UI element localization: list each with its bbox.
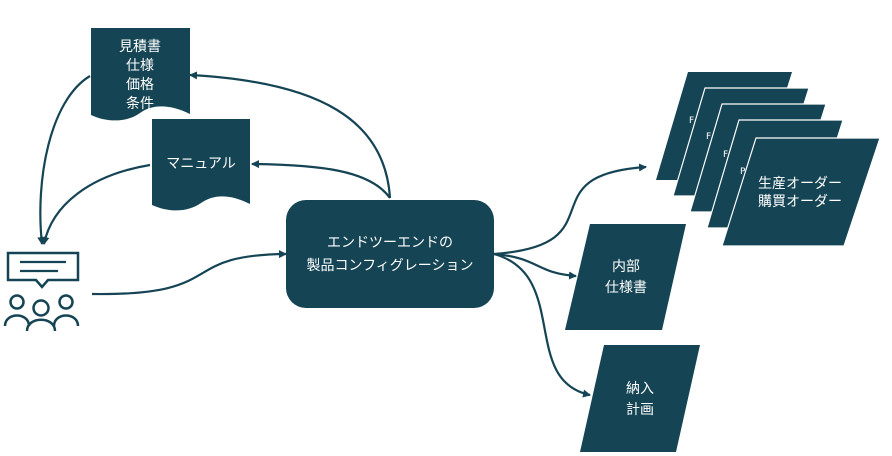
edge-manual-to-customer [41,163,151,245]
edge-center-to-manual [251,160,391,199]
quote-line-4: 条件 [126,95,154,112]
edge-center-to-orders [493,163,647,256]
manual-document-shape [152,119,250,211]
orders-stack-node: F F F P 生産オーダー 購買オーダー [656,72,881,247]
quote-document-shape [91,28,190,121]
order-tab-3: F [723,150,728,160]
quote-line-1: 見積書 [119,39,161,55]
edge-quote-to-customer [37,75,91,245]
delivery-plan-line-2: 計画 [626,402,654,418]
quote-document-node: 見積書 仕様 価格 条件 [91,28,190,121]
order-card-5 [721,137,881,247]
quote-line-2: 仕様 [126,58,154,74]
order-tab-1: F [689,116,694,126]
internal-spec-line-1: 内部 [612,259,640,275]
customer-chat-icon [3,251,80,332]
edge-customer-to-center [91,250,287,296]
center-configuration-node: エンドツーエンドの 製品コンフィグレーション [286,200,494,308]
quote-line-3: 価格 [126,77,154,93]
diagram-edges [37,71,647,398]
order-tab-2: F [706,132,711,142]
internal-spec-node: 内部 仕様書 [565,224,686,330]
internal-spec-shape [565,224,686,330]
delivery-plan-line-1: 納入 [626,381,654,397]
people-icon [3,294,80,332]
speech-bubble-icon [6,251,80,289]
edge-center-to-quote [189,71,392,199]
delivery-plan-shape [580,345,700,452]
internal-spec-line-2: 仕様書 [605,280,647,296]
edge-center-to-internal-spec [493,252,577,280]
orders-line-1: 生産オーダー [758,176,842,192]
center-node-line-1: エンドツーエンドの [327,235,453,251]
edge-center-to-delivery-plan [493,252,591,398]
manual-document-node: マニュアル [152,119,250,211]
center-node-box [286,200,494,308]
manual-label: マニュアル [166,156,236,172]
orders-line-2: 購買オーダー [758,194,842,210]
delivery-plan-node: 納入 計画 [580,345,700,452]
center-node-line-2: 製品コンフィグレーション [306,258,473,274]
order-tab-4: P [740,167,746,177]
